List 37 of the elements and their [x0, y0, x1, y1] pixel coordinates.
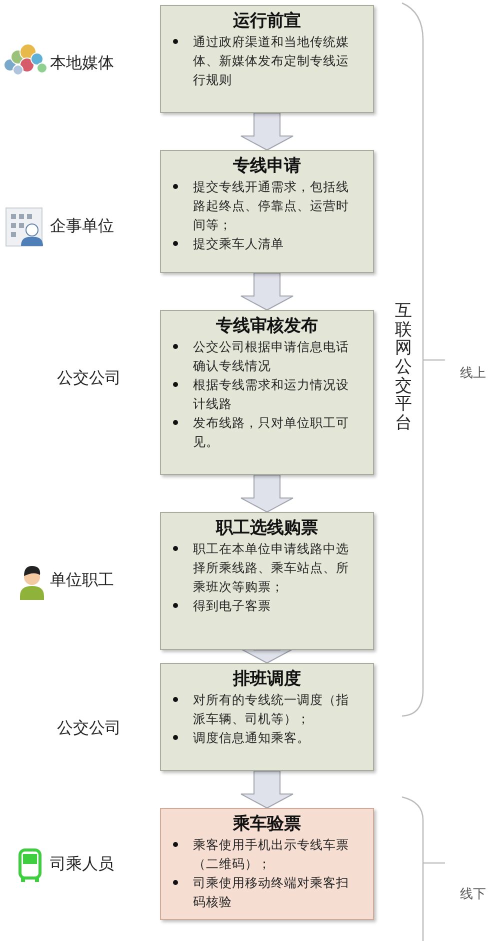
block-arrow	[240, 770, 294, 809]
step-title: 专线审核发布	[215, 315, 319, 337]
process-box	[160, 150, 374, 273]
bullet-text: 得到电子客票	[193, 597, 272, 615]
bullet-text: 提交专线开通需求，包括线路起终点、停靠点、运营时间等；	[193, 178, 350, 234]
actor-label: 本地媒体	[50, 53, 114, 74]
step-title: 职工选线购票	[214, 517, 319, 539]
step-title: 乘车验票	[232, 813, 302, 835]
block-arrow	[240, 272, 294, 311]
platform-label: 互联网公交平台	[395, 302, 412, 433]
bullet-text: 职工在本单位申请线路中选择所乘线路、乘车站点、所乘班次等购票；	[193, 540, 350, 596]
bullet-text: 司乘使用移动终端对乘客扫码核验	[193, 874, 350, 911]
process-box	[160, 663, 374, 771]
actor-label: 企事单位	[50, 216, 114, 237]
bullet-text: 对所有的专线统一调度（指派车辆、司机等）；	[193, 691, 350, 728]
bullet-text: 根据专线需求和运力情况设计线路	[193, 376, 350, 413]
actor-label: 公交公司	[57, 368, 121, 389]
bullet-text: 提交乘车人清单	[193, 235, 285, 253]
bullet-text: 发布线路，只对单位职工可见。	[193, 414, 350, 451]
bullet-text: 通过政府渠道和当地传统媒体、新媒体发布定制专线运行规则	[193, 33, 350, 89]
bracket-label: 线下	[460, 886, 486, 903]
actor-label: 单位职工	[50, 570, 114, 591]
bullet-text: 公交公司根据申请信息电话确认专线情况	[193, 338, 350, 375]
block-arrow	[240, 474, 294, 513]
bullet-text: 调度信息通知乘客。	[193, 729, 311, 747]
actor-label: 司乘人员	[50, 854, 114, 875]
actor-label: 公交公司	[57, 718, 121, 739]
process-box	[160, 5, 374, 113]
offline-step-box	[160, 808, 374, 920]
bullet-text: 乘客使用手机出示专线车票（二维码）；	[193, 836, 350, 873]
step-title: 运行前宣	[232, 10, 302, 32]
process-box	[160, 310, 374, 475]
process-box	[160, 512, 374, 650]
step-title: 专线申请	[232, 155, 302, 177]
bracket-label: 线上	[460, 365, 486, 382]
block-arrow	[240, 112, 294, 151]
step-title: 排班调度	[232, 668, 302, 690]
